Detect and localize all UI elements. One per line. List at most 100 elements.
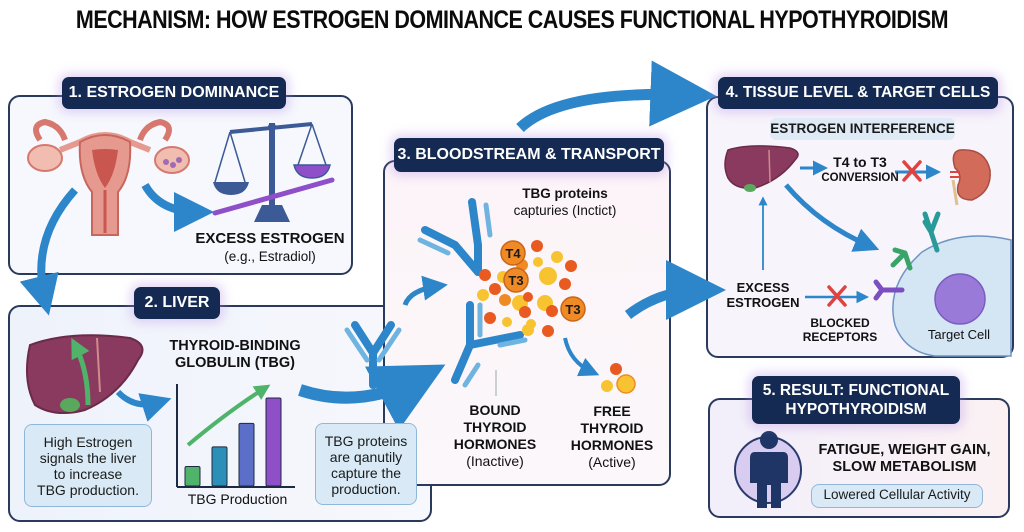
chart-bar-1 — [184, 465, 201, 487]
trend-arrow — [186, 384, 271, 447]
arrow-liver-to-receptor — [784, 183, 880, 252]
hormone-dot — [526, 319, 536, 329]
symptoms-line1: FATIGUE, WEIGHT GAIN, — [818, 442, 991, 458]
tbg-bar-chart — [176, 384, 295, 488]
hormone-dot — [519, 306, 531, 318]
nucleus-icon — [934, 273, 986, 325]
hormone-t4 — [500, 240, 526, 266]
free-hormone-dot — [610, 363, 622, 375]
hormone-dot — [542, 325, 554, 337]
tbg-antibody-upper — [417, 198, 493, 276]
conversion-line1: T4 to T3 — [833, 154, 887, 170]
step-5-badge-line2: HYPOTHYROIDISM — [785, 401, 927, 418]
chart-bar-4 — [265, 397, 282, 487]
excess-estrogen-heading: EXCESS ESTROGEN — [195, 230, 345, 247]
caption-line2: capturies (Inctict) — [513, 203, 617, 218]
blocked-receptors-label: BLOCKED RECEPTORS — [795, 316, 885, 344]
symptoms-text: FATIGUE, WEIGHT GAIN, SLOW METABOLISM — [812, 442, 997, 476]
tbg-antibody-lower — [451, 301, 528, 388]
callout-line: production. — [331, 481, 401, 497]
callout-line: TBG production. — [37, 482, 139, 498]
hormone-dot — [565, 260, 577, 272]
arrow-bloodstream-to-tissue — [516, 60, 717, 133]
hormone-dot — [477, 289, 489, 301]
hormone-dot — [546, 305, 558, 317]
arrow-liver-to-chart — [115, 389, 172, 422]
callout-high-estrogen: High Estrogen signals the liver to incre… — [24, 424, 152, 507]
excess-estrogen-label: EXCESS ESTROGEN — [722, 280, 804, 310]
free-hormones-label: FREE THYROID HORMONES (Active) — [562, 403, 662, 471]
hormone-dot — [531, 240, 543, 252]
callout-line: are qanutily — [329, 449, 403, 465]
callout-line: TBG proteins — [324, 433, 408, 449]
callout-tbg-proteins: TBG proteins are qanutily capture the pr… — [315, 423, 417, 505]
excess-line1: EXCESS — [736, 280, 790, 295]
hormone-dot — [539, 267, 557, 285]
free-line2: THYROID — [580, 420, 644, 436]
hormone-dot — [533, 257, 543, 267]
callout-line: capture the — [330, 465, 402, 481]
estrogen-interference-tag: ESTROGEN INTERFERENCE — [770, 118, 955, 140]
bound-hormones-label: BOUND THYROID HORMONES (Inactive) — [445, 402, 545, 470]
callout-line: signals the liver — [39, 450, 137, 466]
step-2-badge: 2. LIVER — [134, 287, 220, 319]
bound-line3: HORMONES — [453, 436, 537, 452]
hormone-dot — [484, 312, 496, 324]
bound-state: (Inactive) — [466, 453, 524, 469]
balance-scale-icon — [212, 122, 335, 222]
free-hormone-dot — [616, 374, 636, 394]
lowered-activity-callout: Lowered Cellular Activity — [811, 484, 983, 508]
hormone-t3 — [560, 296, 586, 322]
excess-line2: ESTROGEN — [726, 295, 800, 310]
blocked-line2: RECEPTORS — [802, 330, 878, 344]
free-line1: FREE — [593, 403, 631, 419]
tbg-heading-line2: GLOBULIN (TBG) — [174, 355, 295, 371]
symptoms-line2: SLOW METABOLISM — [832, 459, 977, 475]
uterus-icon — [27, 118, 190, 236]
tbg-heading: THYROID-BINDING GLOBULIN (TBG) — [160, 338, 310, 372]
excess-estrogen-example: (e.g., Estradiol) — [224, 249, 316, 264]
receptor-purple-blocked — [873, 279, 905, 301]
receptor-green — [890, 247, 913, 271]
step-4-badge: 4. TISSUE LEVEL & TARGET CELLS — [718, 77, 998, 109]
hormone-dot — [559, 278, 571, 290]
step-3-badge: 3. BLOODSTREAM & TRANSPORT — [394, 138, 664, 172]
hormone-label: T3 — [565, 302, 580, 317]
liver-icon — [25, 334, 144, 415]
free-line3: HORMONES — [570, 437, 654, 453]
bound-line2: THYROID — [463, 419, 527, 435]
hormone-dot — [479, 269, 491, 281]
step-1-badge: 1. ESTROGEN DOMINANCE — [62, 77, 286, 109]
person-icon — [734, 431, 802, 508]
free-hormone-dot — [601, 380, 613, 392]
chart-bar-2 — [211, 446, 228, 487]
tbg-protein-icon — [344, 321, 402, 389]
arrow-estrogen-to-liver — [19, 187, 78, 316]
blocked-receptor-x-icon — [827, 285, 847, 307]
bloodstream-caption: TBG proteins capturies (Inctict) — [500, 185, 630, 219]
hormone-dot — [523, 292, 533, 302]
arrow-bloodstream-to-excess-estrogen — [624, 260, 726, 321]
callout-line: High Estrogen — [43, 434, 133, 450]
tbg-heading-line1: THYROID-BINDING — [169, 338, 301, 354]
target-cell-label: Target Cell — [927, 327, 991, 342]
hormone-label: T4 — [505, 246, 521, 261]
target-cell-icon — [892, 235, 1012, 357]
hormone-dot — [499, 294, 511, 306]
bound-line1: BOUND — [469, 402, 521, 418]
arrow-liver-to-bloodstream — [298, 364, 446, 431]
page-title: MECHANISM: HOW ESTROGEN DOMINANCE CAUSES… — [75, 6, 949, 34]
caption-line1: TBG proteins — [522, 186, 608, 201]
hormone-label: T3 — [508, 273, 523, 288]
hormone-t3 — [503, 267, 529, 293]
arrow-uterus-to-scale — [141, 182, 214, 232]
hormone-dot — [502, 317, 512, 327]
conversion-label: T4 to T3 CONVERSION — [815, 154, 905, 186]
hormone-dot — [489, 283, 501, 295]
callout-line: to increase — [53, 466, 123, 482]
blocked-x-icon — [902, 160, 922, 182]
step-5-badge-line1: 5. RESULT: FUNCTIONAL — [762, 382, 950, 399]
blocked-line1: BLOCKED — [810, 316, 870, 330]
